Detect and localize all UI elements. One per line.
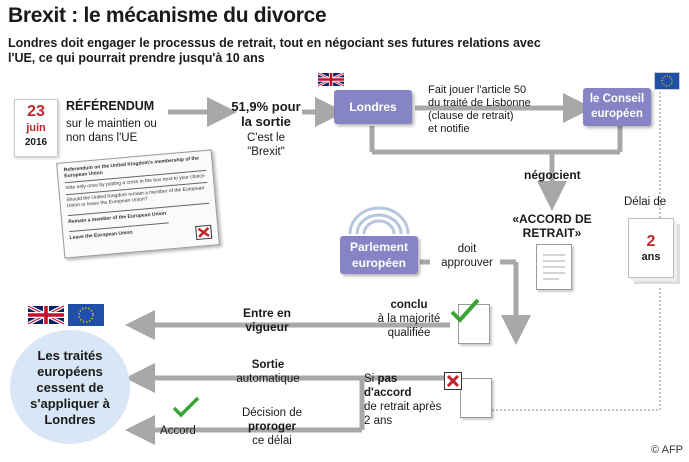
date-calendar: 23 juin 2016 — [14, 99, 58, 157]
accord-label: «ACCORD DE RETRAIT» — [512, 212, 592, 240]
extend-pre: Décision de — [241, 407, 303, 419]
ballot-box — [195, 224, 213, 241]
uk-flag-icon — [317, 71, 345, 88]
article50-line3: (clause de retrait) — [428, 110, 514, 122]
delay-calendar: 2 ans — [628, 218, 674, 278]
negotiate-label: négocient — [524, 168, 581, 182]
conclu-text: conclu à la majorité qualifiée — [364, 298, 454, 340]
accord-small-label: Accord — [160, 425, 196, 437]
conclu-bold: conclu — [390, 299, 428, 311]
noaccord-si: Si — [364, 373, 375, 385]
referendum-title: RÉFÉRENDUM — [66, 99, 155, 113]
article50-line4: et notifie — [428, 123, 470, 135]
credit-label: © AFP — [651, 444, 683, 456]
eu-flag-icon — [654, 72, 680, 90]
result-block: 51,9% pour la sortie C'est le "Brexit" — [228, 99, 304, 159]
referendum-desc: sur le maintien ou non dans l'UE — [66, 118, 157, 144]
result-percent: 51,9% pour la sortie — [231, 99, 301, 129]
delay-unit: ans — [641, 251, 661, 263]
cross-icon — [444, 372, 462, 390]
exit-text: Sortie automatique — [228, 358, 308, 386]
end-circle: Les traités européens cessent de s'appli… — [10, 330, 130, 444]
conclu-rest: à la majorité qualifiée — [377, 313, 441, 339]
doc-noaccord-icon — [460, 378, 492, 418]
check-icon — [450, 298, 480, 324]
result-desc: C'est le "Brexit" — [247, 132, 285, 158]
extend-text: Décision de proroger ce délai — [234, 406, 310, 448]
uk-flag-bottom-icon — [27, 304, 65, 326]
eu-flag-bottom-icon — [68, 304, 104, 326]
exit-rest: automatique — [236, 373, 300, 385]
date-day: 23 — [27, 103, 45, 120]
page-subtitle: Londres doit engager le processus de ret… — [8, 36, 541, 65]
noaccord-text: Si pas d'accord de retrait après 2 ans — [364, 372, 444, 428]
delay-label: Délai de — [624, 196, 667, 208]
parliament-node: Parlement européen — [340, 236, 418, 274]
check-small-icon — [172, 396, 200, 418]
article50-text: Fait jouer l'article 50 du traité de Lis… — [428, 84, 568, 136]
council-node: le Conseil européen — [583, 88, 651, 126]
accord-document-icon — [536, 244, 572, 290]
article50-line1: Fait jouer l'article 50 — [428, 84, 527, 96]
page-title: Brexit : le mécanisme du divorce — [8, 4, 327, 27]
delay-value: 2 — [646, 233, 656, 250]
approve-label: doit approuver — [441, 243, 493, 269]
parliament-dome-icon — [346, 206, 412, 235]
noaccord-rest: de retrait après 2 ans — [364, 401, 442, 427]
extend-post: ce délai — [252, 435, 292, 447]
ballot-opt2: Leave the European Union — [69, 222, 170, 242]
london-node: Londres — [334, 90, 412, 124]
article50-line2: du traité de Lisbonne — [428, 97, 531, 109]
ballot-paper: Referendum on the United Kingdom's membe… — [56, 149, 220, 259]
extend-bold: proroger — [248, 421, 296, 433]
noaccord-bold: pas d'accord — [364, 373, 412, 399]
exit-bold: Sortie — [251, 359, 285, 371]
date-year: 2016 — [24, 137, 48, 148]
entry-label: Entre en vigueur — [242, 306, 291, 334]
date-month: juin — [26, 122, 46, 134]
